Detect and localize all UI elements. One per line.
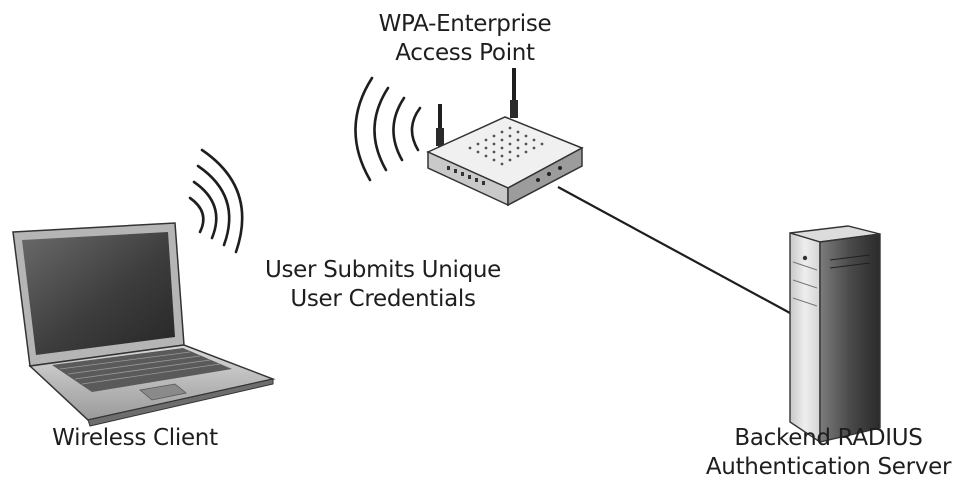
ethernet-link xyxy=(557,186,791,314)
access-point-label: WPA-Enterprise Access Point xyxy=(340,10,590,68)
tower-server-icon xyxy=(789,225,881,444)
credentials-label-line-1: User Submits Unique xyxy=(264,257,502,283)
client-signal-icon xyxy=(188,148,244,254)
access-point-label-line-2: Access Point xyxy=(395,40,535,66)
radius-server-label-line-1: Backend RADIUS xyxy=(734,425,923,451)
wireless-router-icon xyxy=(426,68,584,207)
wireless-client-label-line-1: Wireless Client xyxy=(52,425,218,451)
radius-server-label-line-2: Authentication Server xyxy=(705,454,952,480)
laptop-icon xyxy=(12,222,276,427)
credentials-label: User Submits Unique User Credentials xyxy=(238,256,528,314)
ap-signal-icon xyxy=(354,76,422,182)
credentials-label-line-2: User Credentials xyxy=(290,286,476,312)
access-point-label-line-1: WPA-Enterprise xyxy=(378,11,552,37)
radius-server-label: Backend RADIUS Authentication Server xyxy=(688,424,969,482)
wireless-client-label: Wireless Client xyxy=(20,424,250,453)
